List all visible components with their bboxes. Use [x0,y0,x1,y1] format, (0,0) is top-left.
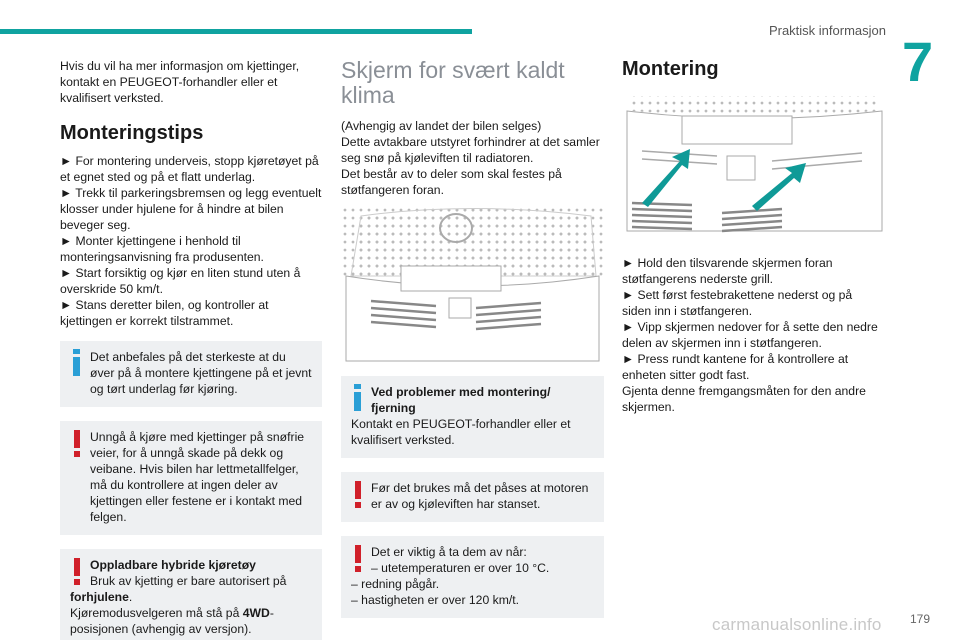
warning-icon [355,545,361,572]
header-accent-bar [0,29,472,34]
info-icon [73,349,80,376]
warning-icon [74,558,80,585]
page-header-title: Praktisk informasjon [768,23,886,38]
tip-item: ► Stans deretter bilen, og kontroller at… [60,298,269,328]
step-item: ► Hold den tilsvarende skjermen foran st… [622,256,833,286]
hybrid-warning-note: Oppladbare hybride kjøretøy Bruk av kjet… [60,549,322,640]
tip-item: ► Trekk til parkeringsbremsen og legg ev… [60,186,322,232]
hybrid-text-3: Kjøremodusvelgeren må stå på 4WD- [70,606,274,620]
step-item: ► Press rundt kantene for å kontrollere … [622,352,849,382]
watermark: carmanualsonline.info [712,615,882,634]
info-note-mounting: Ved problemer med montering/ fjerning Ko… [341,376,604,458]
warning-note-text: Unngå å kjøre med kjettinger på snøfrie … [90,430,305,524]
info-text: Kontakt en PEUGEOT-forhandler eller et k… [351,417,571,447]
tip-item: ► Monter kjettingene i henhold til monte… [60,234,264,264]
warning-remove-item: – hastigheten er over 120 km/t. [351,593,520,607]
warning-icon [74,430,80,457]
hybrid-text-1: Bruk av kjetting er bare autorisert på [90,574,287,588]
warning-note: Unngå å kjøre med kjettinger på snøfrie … [60,421,322,535]
column-1: Hvis du vil ha mer informasjon om kjetti… [60,58,322,640]
page-number: 179 [909,612,930,626]
tip-item: ► For montering underveis, stopp kjøretø… [60,154,319,184]
info-title: Ved problemer med montering/ fjerning [371,385,551,415]
cold-text-1: (Avhengig av landet der bilen selges) [341,119,542,133]
column-2: Skjerm for svært kaldt klima (Avhengig a… [341,58,604,618]
info-note-text: Det anbefales på det sterkeste at du øve… [90,350,312,396]
bumper-illustration-front [341,206,604,366]
warning-icon [355,481,361,508]
warning-engine-text: Før det brukes må det påses at motoren e… [371,481,589,511]
warning-note-engine: Før det brukes må det påses at motoren e… [341,472,604,522]
warning-remove-intro: Det er viktig å ta dem av når: [371,545,527,559]
chapter-number: 7 [902,30,934,93]
column-3: Montering [622,58,884,415]
cold-text-3: Det består av to deler som skal festes p… [341,167,562,197]
screen-mounting-image [626,96,883,233]
section-heading-monteringstips: Monteringstips [60,122,204,144]
warning-remove-item: – redning pågår. [351,577,440,591]
info-note: Det anbefales på det sterkeste at du øve… [60,341,322,407]
hybrid-text-4: posisjonen (avhengig av versjon). [70,622,252,636]
repeat-text: Gjenta denne fremgangsmåten for den andr… [622,384,866,414]
step-item: ► Sett først festebrakettene nederst og … [622,288,853,318]
step-item: ► Vipp skjermen nedover for å sette den … [622,320,878,350]
cold-text-2: Dette avtakbare utstyret forhindrer at d… [341,135,600,165]
tip-item: ► Start forsiktig og kjør en liten stund… [60,266,301,296]
warning-note-remove: Det er viktig å ta dem av når: – utetemp… [341,536,604,618]
car-front-bumper-image [341,206,604,362]
hybrid-text-2: forhjulene. [70,590,133,604]
mounting-illustration [622,91,884,241]
intro-text: Hvis du vil ha mer informasjon om kjetti… [60,59,300,105]
section-heading-cold-climate: Skjerm for svært kaldt klima [341,57,565,108]
section-heading-montering: Montering [622,58,719,80]
warning-remove-item: – utetemperaturen er over 10 °C. [371,561,550,575]
info-icon [354,384,361,411]
hybrid-title: Oppladbare hybride kjøretøy [90,558,256,572]
